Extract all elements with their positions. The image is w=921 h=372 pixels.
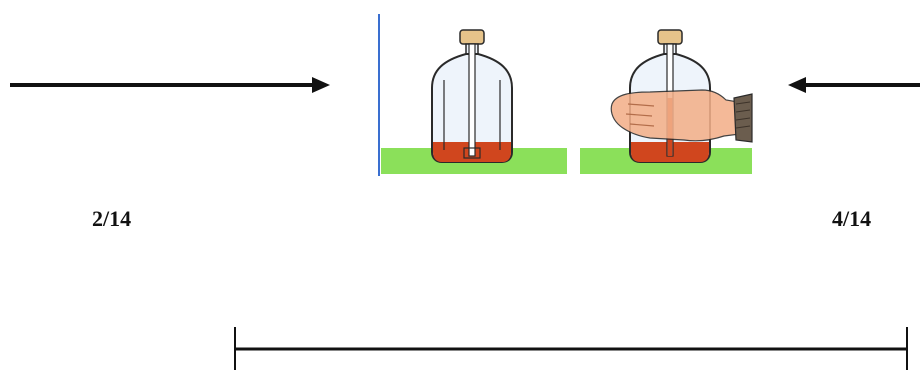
experiment-illustration <box>379 14 752 176</box>
label-right: 4/14 <box>832 206 871 232</box>
hand-warming-flask-icon <box>611 30 752 162</box>
arrow-left-icon <box>788 77 920 93</box>
arrow-right-icon <box>10 77 330 93</box>
bottom-bracket <box>235 327 907 370</box>
label-left: 2/14 <box>92 206 131 232</box>
flask-icon <box>432 30 512 162</box>
